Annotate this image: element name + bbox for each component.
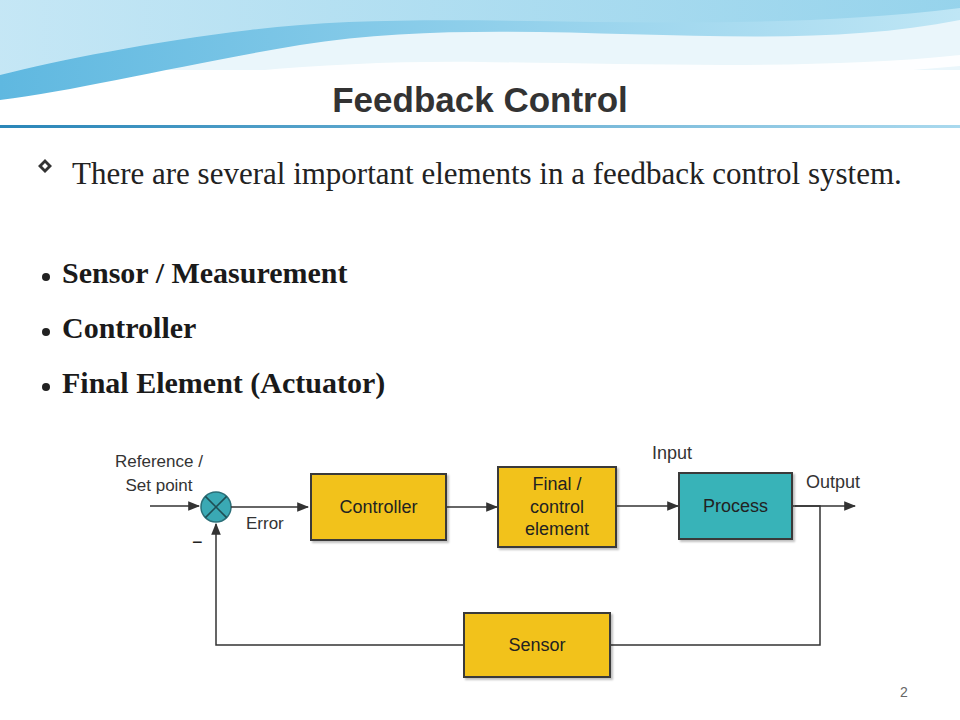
bullet-diamond [38, 159, 52, 173]
process-box: Process [678, 472, 793, 540]
slide-title: Feedback Control [0, 80, 960, 120]
signal-label: Input [652, 443, 692, 464]
signal-arrow [617, 505, 678, 507]
bullet-dot [42, 383, 50, 391]
minus-sign: − [192, 532, 203, 553]
intro-bullet: There are several important elements in … [72, 146, 912, 202]
signal-arrow [447, 506, 497, 508]
page-number: 2 [900, 684, 908, 700]
reference-line [150, 505, 199, 507]
bullet-item: Final Element (Actuator) [62, 366, 385, 400]
sensor-box: Sensor [463, 612, 611, 678]
feedback-line [216, 524, 463, 645]
error-label: Error [246, 514, 284, 534]
summing-junction [201, 492, 231, 522]
title-rule [0, 125, 960, 128]
final-element-box: Final / control element [497, 466, 617, 548]
bullet-dot [42, 328, 50, 336]
box-text: Final / control element [505, 473, 609, 541]
error-line [231, 506, 308, 508]
output-label: Output [806, 472, 860, 493]
junction-cross [205, 496, 226, 517]
box-text: Controller [339, 496, 417, 519]
bullet-item: Sensor / Measurement [62, 256, 348, 290]
bullet-item: Controller [62, 311, 196, 345]
box-text: Sensor [508, 634, 565, 657]
reference-label: Reference / Set point [100, 450, 218, 498]
box-text: Process [703, 495, 768, 518]
bullet-dot [42, 273, 50, 281]
controller-box: Controller [310, 473, 447, 541]
